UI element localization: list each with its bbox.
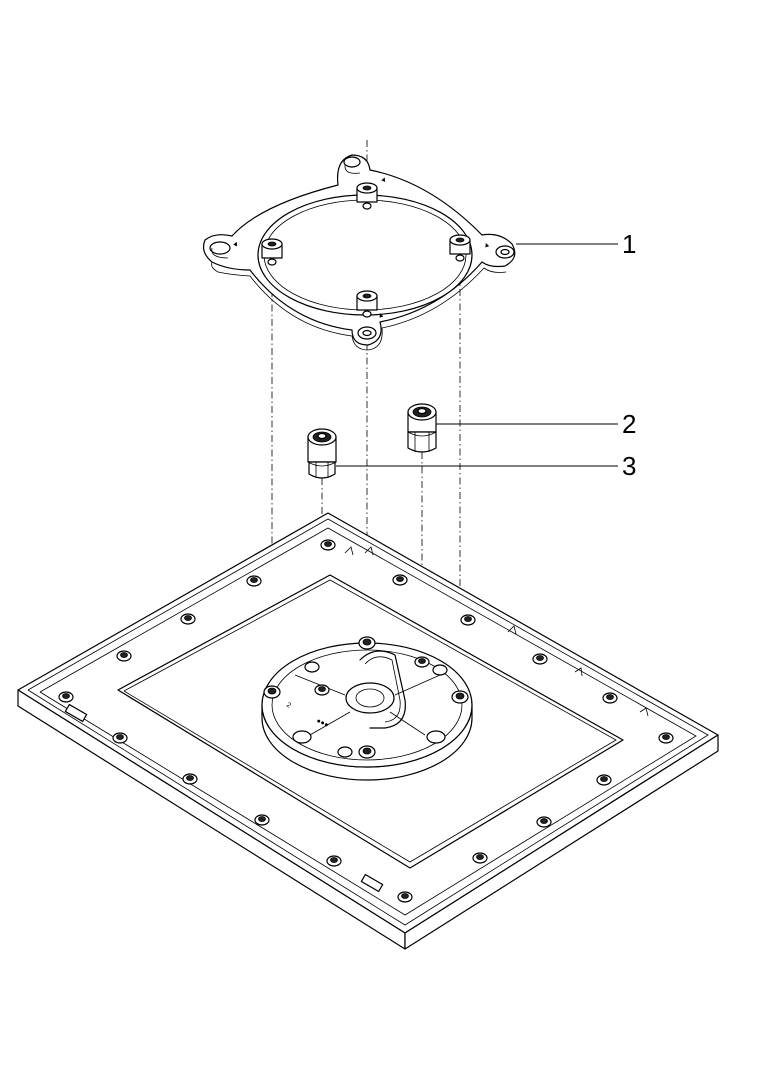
screw-head-icon — [358, 745, 376, 759]
svg-text:2: 2 — [285, 702, 292, 710]
screw-head-icon — [414, 656, 430, 668]
screw-head-icon — [658, 732, 674, 744]
screw-head-icon — [397, 891, 413, 903]
screw-head-icon — [320, 539, 336, 551]
screw-head-icon — [472, 852, 488, 864]
screw-head-icon — [356, 182, 378, 210]
screw-head-icon — [460, 614, 476, 626]
screw-head-icon — [326, 855, 342, 867]
rim-notches — [64, 546, 649, 893]
screw-head-icon — [358, 636, 376, 650]
screw-head-icon — [392, 574, 408, 586]
screw-head-icon — [532, 653, 548, 665]
callout-number-2: 2 — [622, 409, 636, 439]
screw-head-icon — [356, 290, 378, 318]
screw-head-icon — [451, 690, 469, 704]
svg-text:▲: ▲ — [231, 239, 240, 248]
svg-text:▲: ▲ — [377, 311, 386, 320]
screw-head-icon — [314, 684, 330, 696]
connector-fitting-short — [307, 428, 337, 479]
screw-head-icon — [116, 650, 132, 662]
screw-head-icon — [246, 575, 262, 587]
screw-head-icon — [180, 613, 196, 625]
screw-head-icon — [58, 691, 74, 703]
connector-fitting-tall — [407, 403, 437, 453]
hub-plate-icon: 2 ●●● — [261, 636, 473, 781]
svg-text:▲: ▲ — [379, 175, 388, 184]
mounting-ring: ▲ ▲ ▲ ▲ — [202, 154, 516, 351]
callouts: 1 2 3 — [336, 229, 636, 481]
screw-head-icon — [536, 816, 552, 828]
screw-head-icon — [602, 692, 618, 704]
svg-text:▲: ▲ — [482, 241, 491, 250]
screw-head-icon — [449, 234, 471, 262]
rim-screws — [58, 539, 674, 903]
callout-number-1: 1 — [622, 229, 636, 259]
screw-head-icon — [254, 814, 270, 826]
screw-head-icon — [261, 238, 283, 266]
screw-head-icon — [182, 773, 198, 785]
screw-head-icon — [596, 774, 612, 786]
screw-head-icon — [112, 732, 128, 744]
screw-head-icon — [263, 685, 281, 699]
callout-number-3: 3 — [622, 451, 636, 481]
svg-text:●●●: ●●● — [315, 717, 329, 729]
